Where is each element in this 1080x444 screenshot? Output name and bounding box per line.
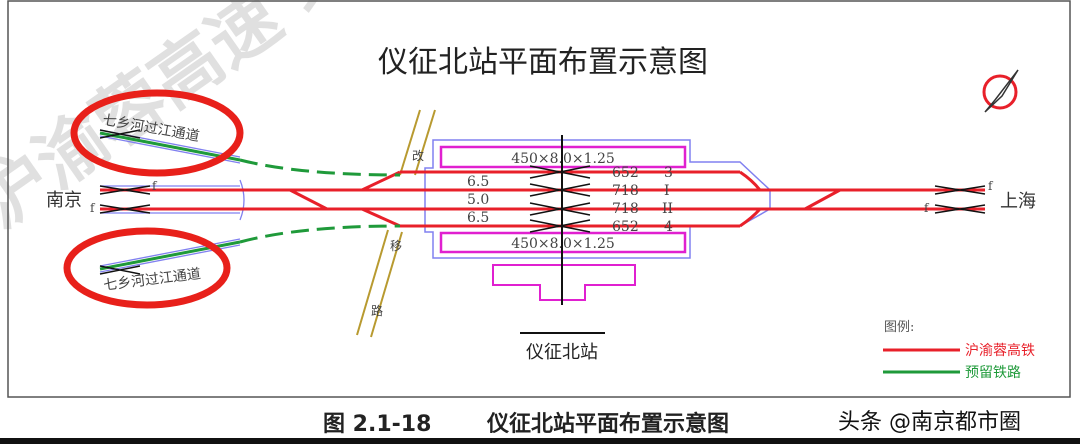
crossover-marks xyxy=(99,129,986,275)
source-credit: 头条 @南京都市圈 xyxy=(838,410,1021,435)
road-label-2: 移 xyxy=(390,239,402,253)
spacing-2: 5.0 xyxy=(467,192,489,208)
legend: 图例: 沪渝蓉高铁 预留铁路 xyxy=(883,320,1035,381)
road-label-1: 改 xyxy=(412,149,424,163)
track-I-number: I xyxy=(664,183,670,199)
shanghai-label: 上海 xyxy=(1000,191,1036,212)
f-mark: f xyxy=(924,201,930,215)
highlight-circle-bottom xyxy=(63,227,231,309)
f-mark: f xyxy=(90,201,96,215)
legend-label-reserved: 预留铁路 xyxy=(965,365,1021,381)
bottom-band xyxy=(0,438,1080,444)
figure-number: 图 2.1-18 xyxy=(323,412,432,437)
track-labels: 6.5 5.0 6.5 652 718 718 652 3 I II 4 xyxy=(467,165,673,235)
road-label-3: 路 xyxy=(371,303,383,318)
reserved-rail-lines xyxy=(99,131,401,271)
main-rail-lines xyxy=(100,170,985,228)
track-4-number: 4 xyxy=(664,219,673,235)
nanjing-label: 南京 xyxy=(46,190,82,211)
track-II-number: II xyxy=(662,201,673,217)
diagram-title: 仪征北站平面布置示意图 xyxy=(378,45,708,80)
station-name: 仪征北站 xyxy=(526,342,598,363)
figure-title: 仪征北站平面布置示意图 xyxy=(487,412,730,437)
north-arrow-icon xyxy=(982,69,1019,113)
track-I-length: 718 xyxy=(612,183,639,199)
track-4-length: 652 xyxy=(612,219,639,235)
f-mark: f xyxy=(988,179,994,193)
legend-title: 图例: xyxy=(884,320,914,335)
station-building xyxy=(492,264,636,301)
track-3-length: 652 xyxy=(612,165,639,181)
highlight-circle-top xyxy=(70,89,244,177)
relocated-road xyxy=(356,109,436,338)
frame xyxy=(7,0,1071,398)
spacing-3: 6.5 xyxy=(467,210,489,226)
figure-caption: 图 2.1-18 仪征北站平面布置示意图 头条 @南京都市圈 xyxy=(0,400,1080,440)
legend-label-rail: 沪渝蓉高铁 xyxy=(965,342,1035,359)
track-II-length: 718 xyxy=(612,201,639,217)
track-3-number: 3 xyxy=(664,165,673,181)
station-layout-diagram: 沪渝蓉高速 环境影响报告 仪征北站平面布置示意图 450×8.0×1.25 45… xyxy=(0,0,1071,398)
f-mark: f xyxy=(152,179,158,193)
spacing-1: 6.5 xyxy=(467,174,489,190)
